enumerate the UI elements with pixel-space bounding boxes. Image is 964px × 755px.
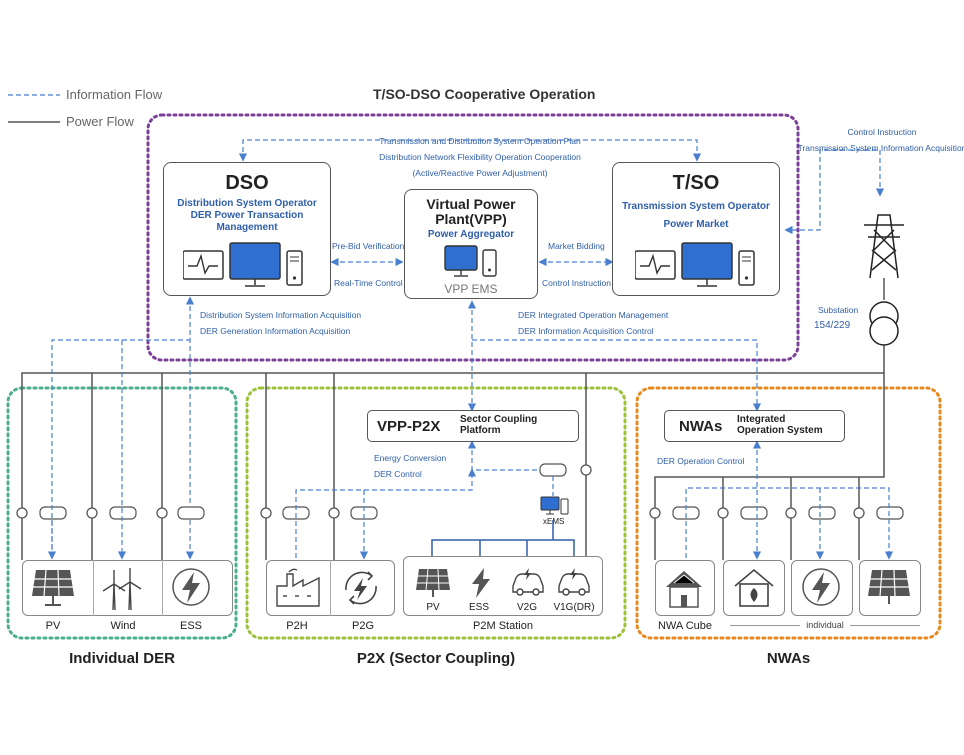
xems-computer-icon [540, 496, 569, 515]
meter-devices [39, 463, 904, 520]
vpp-tso-top-label: Market Bidding [548, 241, 605, 251]
p2x-platform-title: VPP-P2X [377, 418, 441, 435]
dso-line: Management [216, 222, 278, 233]
solar-panel-icon [416, 568, 450, 597]
note-line: Energy Conversion [374, 453, 447, 463]
solar-panel-icon [868, 569, 910, 604]
vpp-subtitle: Power Aggregator [427, 229, 515, 240]
individual-der-title: Individual DER [69, 650, 175, 667]
p2h-label: P2H [286, 620, 308, 632]
substation-label: Substation [818, 305, 859, 315]
ess-lightning-icon [802, 568, 840, 606]
computer-icon [635, 242, 755, 287]
dso-title: DSO [225, 172, 269, 194]
note-line: Distribution System Information Acquisit… [200, 310, 362, 320]
factory-icon [276, 568, 320, 607]
nwas-system-box[interactable]: NWAs Integrated Operation System [664, 410, 845, 442]
vpp-ems-label: VPP EMS [444, 282, 498, 296]
below-vpp-notes: DER Integrated Operation Management DER … [518, 307, 668, 339]
nwas-title: NWAs [766, 650, 811, 667]
tso-box[interactable]: T/SO Transmission System Operator Power … [612, 162, 780, 296]
vpp-title: Plant(VPP) [435, 211, 507, 227]
nwas-system-title: NWAs [679, 418, 723, 435]
der-label-wind: Wind [110, 620, 136, 632]
dso-vpp-bottom-label: Real-Time Control [334, 278, 403, 288]
annotation-line: Transmission System Information Acquisit… [797, 143, 964, 153]
der-label-pv: PV [45, 620, 61, 632]
nwas-note: DER Operation Control [657, 456, 745, 466]
p2x-border [245, 386, 627, 640]
dso-line: Distribution System Operator [177, 198, 317, 209]
p2g-cycle-icon [345, 571, 377, 605]
wind-turbine-icon [102, 568, 142, 611]
xems-label: xEMS [543, 517, 565, 526]
transformer-icon [869, 301, 899, 346]
tso-line: Power Market [663, 219, 729, 230]
p2x-notes: Energy Conversion DER Control [374, 450, 446, 482]
nwa-cube-label: NWA Cube [657, 620, 712, 632]
card-divider [330, 560, 331, 616]
computer-icon [183, 242, 303, 287]
station-item-ess: ESS [468, 602, 489, 613]
card-divider [93, 560, 94, 616]
platform-line: Platform [460, 425, 501, 436]
info-flow-lines [47, 139, 894, 560]
green-home-icon [734, 568, 774, 607]
legend-power-label: Power Flow [66, 114, 134, 129]
station-item-v1g: V1G(DR) [553, 602, 595, 613]
tso-title: T/SO [672, 172, 720, 194]
house-solar-icon [666, 571, 702, 608]
p2g-label: P2G [351, 620, 374, 632]
nwas-border [635, 386, 942, 640]
vpp-tso-bottom-label: Control Instruction [542, 278, 611, 288]
substation-value: 154/229 [814, 320, 851, 331]
individual-label: individual [800, 620, 850, 630]
annotation-line: Distribution Network Flexibility Operati… [379, 152, 581, 162]
right-annotations: Control Instruction Transmission System … [797, 124, 964, 156]
legend-info-label: Information Flow [66, 87, 163, 102]
nwas-line: Integrated [737, 414, 786, 425]
p2m-station-label: P2M Station [473, 620, 533, 632]
top-annotations: Transmission and Distribution System Ope… [368, 133, 592, 181]
tso-line: Transmission System Operator [622, 201, 770, 212]
p2x-title: P2X (Sector Coupling) [356, 650, 516, 667]
individual-der-border [6, 386, 238, 640]
dso-box[interactable]: DSO Distribution System Operator DER Pow… [163, 162, 331, 296]
vpp-box[interactable]: Virtual Power Plant(VPP) Power Aggregato… [404, 189, 538, 299]
vpp-title: Virtual Power [426, 196, 516, 212]
card-divider [162, 560, 163, 616]
dso-line: DER Power Transaction [190, 210, 304, 221]
v2g-car-icon [512, 568, 544, 596]
vpp-p2x-platform-box[interactable]: VPP-P2X Sector Coupling Platform [367, 410, 579, 442]
ess-lightning-icon [172, 568, 210, 606]
v1g-car-icon [558, 568, 590, 596]
breaker-circles [16, 464, 865, 519]
annotation-line: Control Instruction [847, 127, 917, 137]
p2m-bus [431, 520, 575, 560]
main-title: T/SO-DSO Cooperative Operation [373, 86, 596, 102]
computer-icon [444, 245, 497, 277]
platform-line: Sector Coupling [460, 414, 538, 425]
station-item-v2g: V2G [516, 602, 537, 613]
der-label-ess: ESS [179, 620, 202, 632]
below-dso-notes: Distribution System Information Acquisit… [200, 307, 361, 339]
ess-lightning-icon [472, 568, 490, 598]
dso-vpp-top-label: Pre-Bid Verification [332, 241, 405, 251]
transmission-tower-icon [864, 214, 904, 279]
station-item-pv: PV [426, 602, 440, 613]
annotation-line: Transmission and Distribution System Ope… [379, 136, 581, 146]
nwas-line: Operation System [737, 425, 823, 436]
note-line: DER Control [374, 469, 422, 479]
note-line: DER Integrated Operation Management [518, 310, 669, 320]
solar-panel-icon [32, 569, 74, 606]
note-line: DER Generation Information Acquisition [200, 326, 351, 336]
annotation-line: (Active/Reactive Power Adjustment) [412, 168, 548, 178]
note-line: DER Information Acquisition Control [518, 326, 654, 336]
